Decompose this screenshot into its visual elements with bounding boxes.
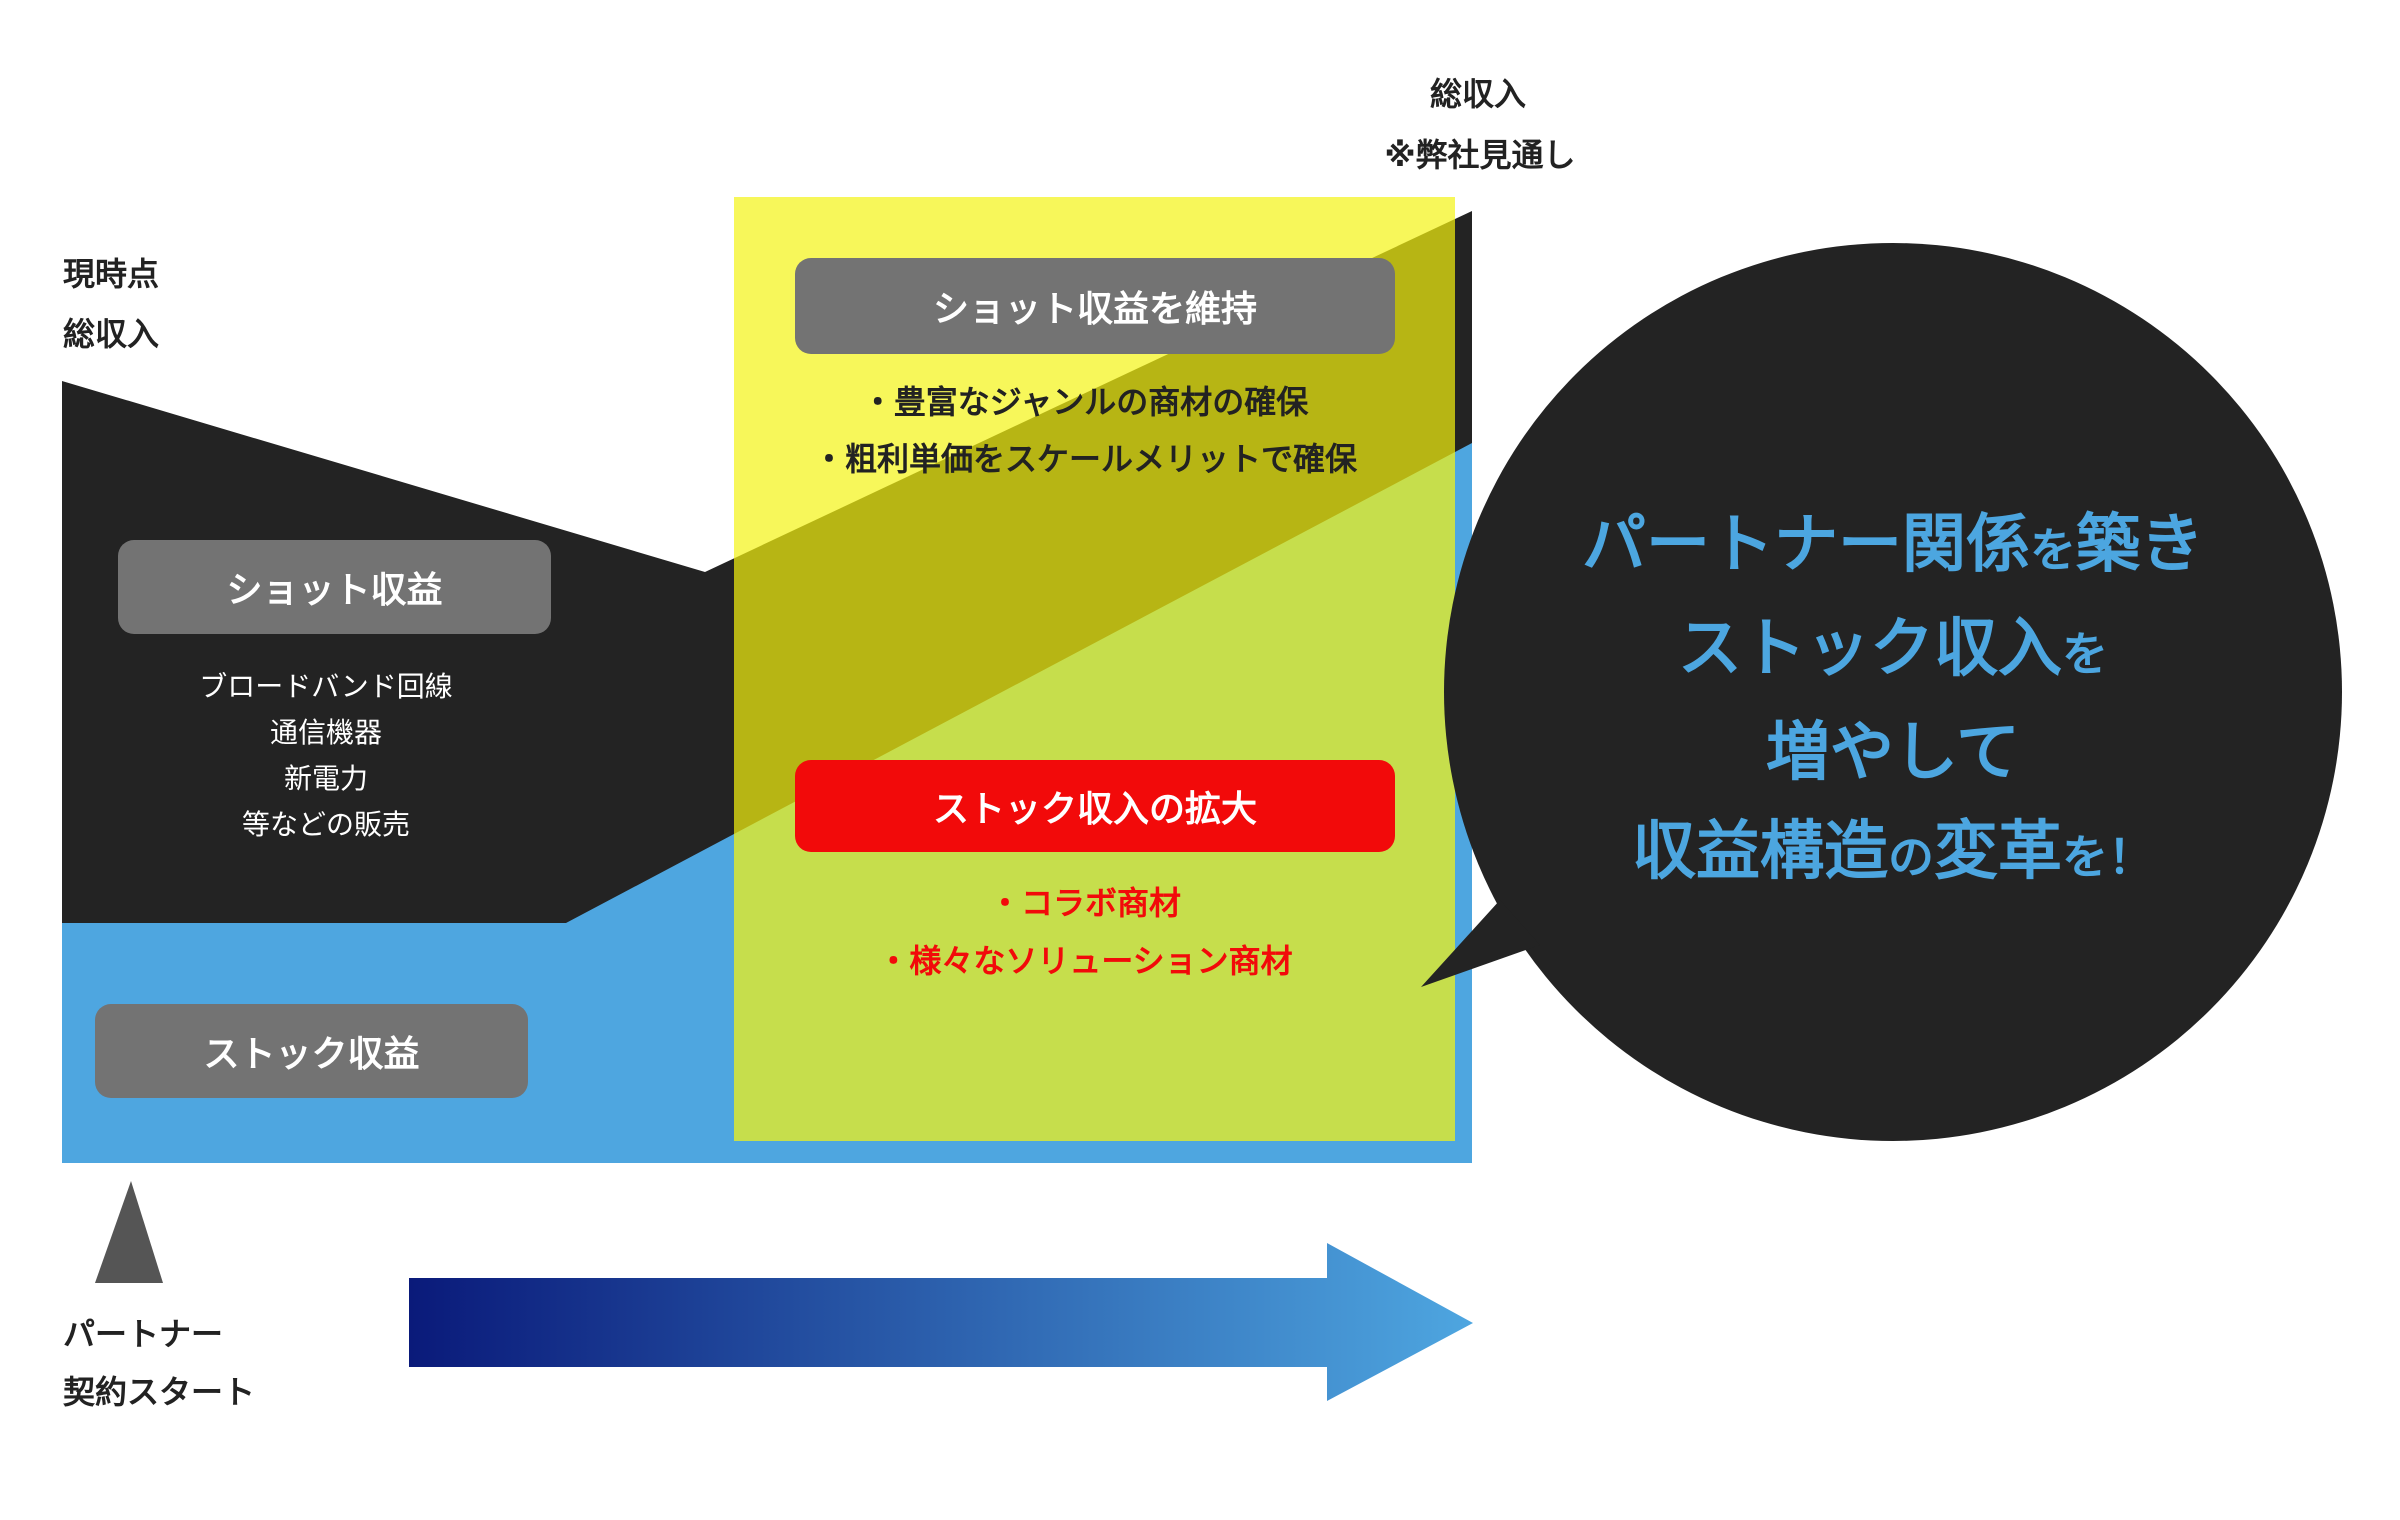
- bubble-text: パートナー関係: [1582, 508, 2030, 582]
- list-item: 通信機器: [269, 716, 382, 749]
- shot-items-list: ブロードバンド回線 通信機器 新電力 等などの販売: [199, 664, 452, 848]
- bubble-text: ストック収入: [1678, 612, 2062, 686]
- bubble-text: 変革: [1934, 815, 2062, 889]
- start-label-2: 契約スタート: [63, 1373, 256, 1411]
- bubble-text: を: [2062, 627, 2108, 681]
- bubble-text: の: [1888, 830, 1934, 884]
- growth-arrow-icon: [409, 1243, 1473, 1401]
- future-label-2: ※弊社見通し: [1384, 136, 1576, 174]
- bubble-message: パートナー関係を築き ストック収入を 増やして 収益構造の変革を！: [1582, 496, 2204, 907]
- bubble-text: を: [2030, 523, 2076, 577]
- bubble-text: 築き: [2076, 508, 2204, 582]
- bubble-text: 増やして: [1765, 716, 2021, 790]
- start-label-1: パートナー: [63, 1315, 224, 1353]
- shot-revenue-pill: ショット収益: [118, 540, 551, 634]
- list-item: ・粗利単価をスケールメリットで確保: [812, 440, 1358, 478]
- bubble-text: 収益構造: [1632, 815, 1888, 889]
- maintain-shot-list: ・豊富なジャンルの商材の確保 ・粗利単価をスケールメリットで確保: [813, 374, 1357, 488]
- list-item: 新電力: [283, 762, 368, 795]
- list-item: ・コラボ商材: [988, 884, 1181, 922]
- expand-stock-list: ・コラボ商材 ・様々なソリューション商材: [877, 874, 1292, 990]
- future-label-1: 総収入: [1429, 75, 1527, 113]
- list-item: ・豊富なジャンルの商材の確保: [861, 383, 1309, 421]
- list-item: ・様々なソリューション商材: [877, 942, 1293, 980]
- list-item: ブロードバンド回線: [199, 670, 453, 703]
- expand-stock-pill: ストック収入の拡大: [795, 760, 1395, 852]
- stock-revenue-pill: ストック収益: [95, 1004, 528, 1098]
- current-label-2: 総収入: [63, 315, 160, 353]
- maintain-shot-pill: ショット収益を維持: [795, 258, 1395, 354]
- list-item: 等などの販売: [241, 808, 410, 841]
- speech-bubble: [1421, 243, 2342, 1141]
- start-marker-icon: [95, 1181, 163, 1283]
- current-label-1: 現時点: [63, 255, 160, 293]
- bubble-text: を！: [2062, 830, 2154, 884]
